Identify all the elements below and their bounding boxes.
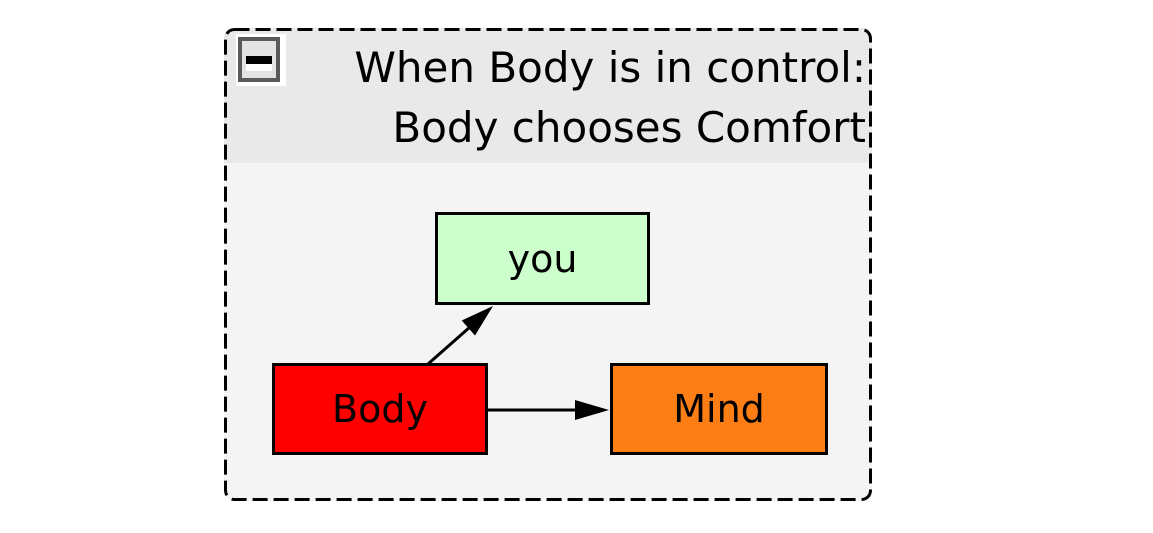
node-mind[interactable]: Mind	[610, 363, 828, 455]
edge-body-to-mind	[488, 400, 609, 420]
frame-title-line1: When Body is in control:	[354, 43, 866, 92]
node-you[interactable]: you	[435, 212, 650, 305]
collapse-button-frame	[238, 37, 280, 82]
node-mind-label: Mind	[673, 387, 765, 431]
edge-body-to-you	[427, 306, 493, 366]
frame-header: When Body is in control: Body chooses Co…	[224, 28, 872, 163]
collapsible-frame: When Body is in control: Body chooses Co…	[224, 28, 872, 501]
frame-title: When Body is in control: Body chooses Co…	[294, 38, 866, 158]
node-you-label: you	[507, 236, 578, 281]
node-body[interactable]: Body	[272, 363, 488, 455]
frame-title-line2: Body chooses Comfort	[392, 103, 866, 152]
arrowhead-icon	[461, 306, 493, 336]
collapse-button[interactable]	[236, 34, 286, 86]
minus-icon-highlight	[246, 64, 272, 71]
node-body-label: Body	[332, 387, 428, 431]
minus-icon	[246, 56, 272, 64]
arrowhead-icon	[575, 400, 609, 420]
